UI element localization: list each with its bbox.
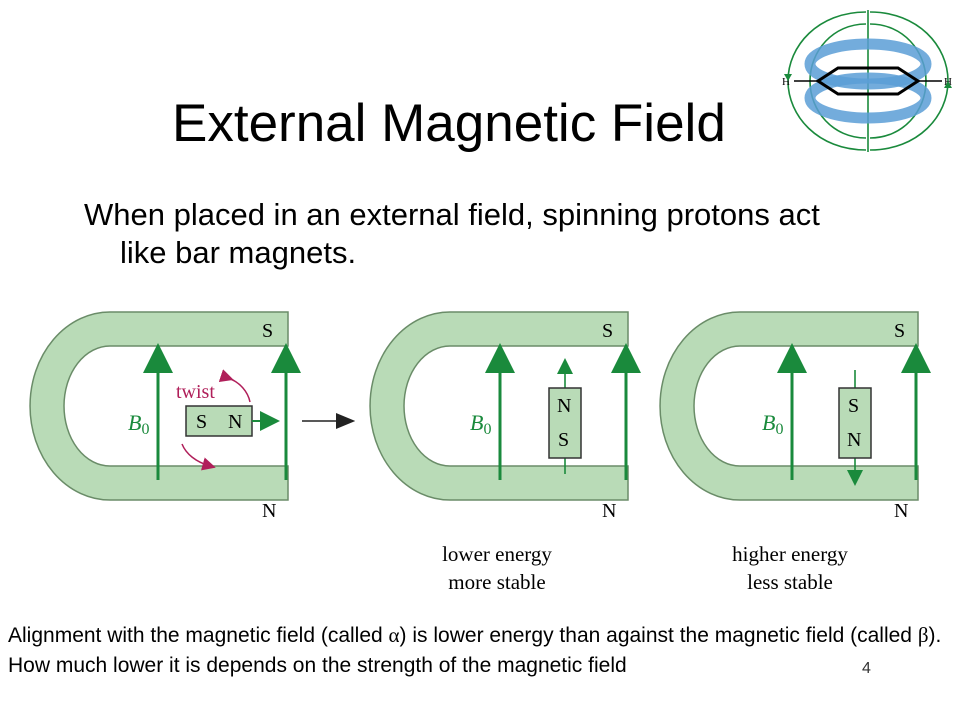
twist-arrow-bottom [181, 443, 216, 471]
footer-text: Alignment with the magnetic field (calle… [8, 623, 942, 677]
bar-magnet-2-n: N [557, 395, 571, 417]
hydrogen-label-left: H [782, 76, 790, 88]
south-pole-label-1: S [262, 320, 273, 342]
bar-magnet-1-n: N [228, 411, 242, 433]
horseshoe-magnet-1: S N [29, 311, 289, 522]
caption-1-line-1: lower energy [442, 542, 552, 566]
page-number: 4 [862, 660, 871, 677]
bar-magnet-2-s: S [558, 429, 569, 451]
caption-2-line-1: higher energy [732, 542, 848, 566]
north-pole-label-2: N [602, 500, 616, 522]
field-label-3: B0 [762, 410, 783, 438]
twist-label: twist [176, 381, 215, 403]
bar-magnet-1 [185, 405, 253, 437]
bar-magnet-3-n: N [847, 429, 861, 451]
field-label-2: B0 [470, 410, 491, 438]
horseshoe-magnet-3: S N [659, 311, 919, 522]
caption-1-line-2: more stable [448, 570, 546, 594]
alpha-symbol: α [388, 623, 400, 647]
benzene-ring-current-diagram: H H [782, 10, 952, 152]
bar-magnet-2 [548, 387, 582, 459]
north-pole-label-1: N [262, 500, 276, 522]
caption-lower-energy: lower energy more stable [397, 540, 597, 596]
caption-2-line-2: less stable [747, 570, 833, 594]
south-pole-label-2: S [602, 320, 613, 342]
horseshoe-magnet-2: S N [369, 311, 629, 522]
south-pole-label-3: S [894, 320, 905, 342]
bar-magnet-3 [838, 387, 872, 459]
bullet-text: When placed in an external field, spinni… [84, 197, 820, 270]
slide-title: External Magnetic Field [172, 94, 726, 153]
caption-higher-energy: higher energy less stable [690, 540, 890, 596]
magnet-diagram: S N B0 S N twist S N B0 N S S N B0 S N [29, 311, 931, 522]
field-label-1: B0 [128, 410, 149, 438]
twist-arrow-top [218, 369, 251, 403]
beta-symbol: β [917, 623, 929, 647]
north-pole-label-3: N [894, 500, 908, 522]
bar-magnet-1-s: S [196, 411, 207, 433]
bar-magnet-3-s: S [848, 395, 859, 417]
